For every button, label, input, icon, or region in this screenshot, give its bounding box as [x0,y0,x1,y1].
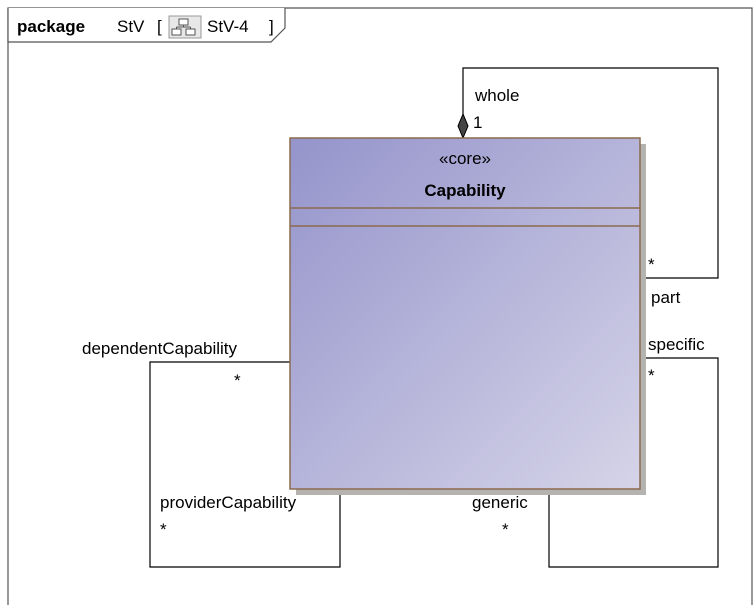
part-role-label: part [651,288,681,307]
generic-role-label: generic [472,493,528,512]
whole-role-label: whole [474,86,519,105]
diagram-name: StV-4 [207,17,249,36]
dependent-capability-role-label: dependentCapability [82,339,238,358]
class-box[interactable] [289,137,641,490]
package-keyword: package [17,17,85,36]
frame-close-bracket: ] [269,17,274,36]
class-diagram-icon [168,15,202,39]
provider-capability-role-label: providerCapability [160,493,297,512]
specific-role-label: specific [648,335,705,354]
generalization-association-line[interactable] [548,357,719,568]
association-labels: whole 1 * part dependentCapability * pro… [82,86,705,539]
dependency-association-line[interactable] [149,361,341,568]
generic-multiplicity: * [502,520,509,539]
composition-diamond-icon [457,112,469,140]
package-name: StV [117,17,145,36]
class-stereotype: «core» [439,149,491,168]
provider-capability-multiplicity: * [160,520,167,539]
package-frame: package StV [ StV-4 ] [7,7,753,605]
capability-class[interactable]: «core» Capability [289,137,646,495]
package-frame-tab[interactable] [7,8,286,43]
class-name: Capability [424,181,506,200]
package-frame-border [7,7,753,605]
whole-part-association-line[interactable] [462,67,719,279]
dependent-capability-multiplicity: * [234,371,241,390]
part-multiplicity: * [648,255,655,274]
frame-open-bracket: [ [157,17,162,36]
specific-multiplicity: * [648,366,655,385]
whole-multiplicity: 1 [473,113,482,132]
